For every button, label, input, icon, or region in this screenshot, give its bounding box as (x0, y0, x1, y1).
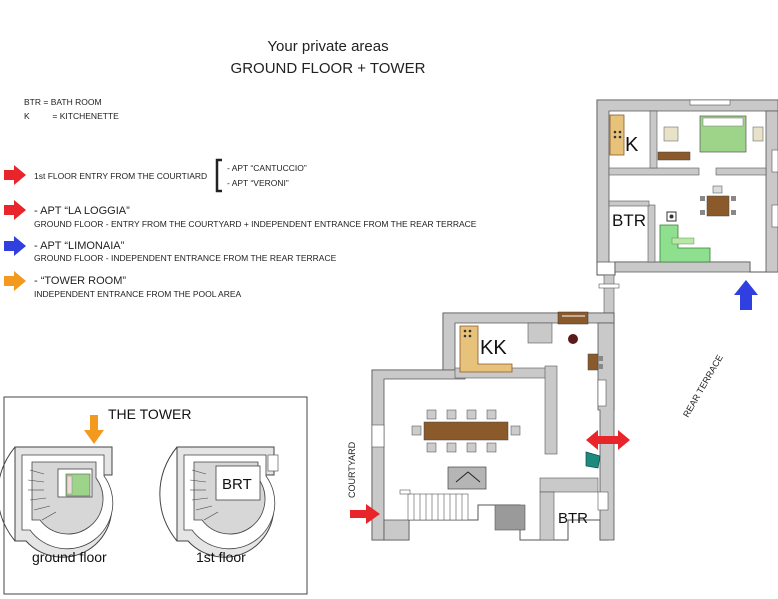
legend-limonaia-desc: GROUND FLOOR - INDEPENDENT ENTRANCE FROM… (34, 253, 337, 263)
page-title-line2: GROUND FLOOR + TOWER (230, 60, 426, 77)
abbr-k-value: KITCHENETTE (59, 111, 119, 121)
tower-ground-floor-label: ground floor (32, 549, 107, 565)
legend-arrow-tower-room (4, 271, 26, 291)
legend-loggia-title: - APT “LA LOGGIA” (34, 205, 130, 217)
upper-building (596, 99, 778, 276)
abbr-btr-key: BTR = (24, 97, 49, 107)
tower-title: THE TOWER (108, 406, 192, 422)
abbr-k: K = KITCHENETTE (24, 111, 119, 121)
page-title-line1: Your private areas (267, 38, 389, 55)
label-upper-btr: BTR (612, 211, 646, 230)
courtyard-entry-arrow (350, 504, 380, 524)
legend-first-floor-label: 1st FLOOR ENTRY FROM THE COURTIARD (34, 171, 208, 181)
abbr-btr-value: BATH ROOM (50, 97, 102, 107)
legend-bracket (215, 158, 222, 193)
label-upper-k: K (625, 134, 639, 156)
label-lower-btr: BTR (558, 510, 588, 527)
tower-first-floor-label: 1st floor (196, 549, 246, 565)
tower-first-floor-plan (159, 446, 279, 558)
abbr-k-key: K (24, 111, 30, 121)
legend-apt-cantuccio: - APT “CANTUCCIO” (227, 163, 307, 173)
tower-ground-floor-plan (0, 446, 114, 558)
loggia-rear-arrow (586, 430, 630, 450)
label-rear-terrace: REAR TERRACE (681, 353, 725, 419)
lower-building (371, 311, 615, 541)
legend-arrow-first-floor (4, 165, 26, 185)
legend-limonaia-title: - APT “LIMONAIA” (34, 240, 125, 252)
legend-arrow-limonaia (4, 236, 26, 256)
legend-arrow-loggia (4, 200, 26, 220)
label-courtyard: COURTYARD (347, 441, 357, 498)
legend-loggia-desc: GROUND FLOOR - ENTRY FROM THE COURTYARD … (34, 219, 477, 229)
limonaia-entrance-arrow (734, 280, 758, 310)
tower-brt-label: BRT (222, 476, 252, 493)
label-lower-kk: KK (480, 337, 507, 359)
tower-room-arrow (84, 415, 104, 444)
legend-tower-room-desc: INDEPENDENT ENTRANCE FROM THE POOL AREA (34, 289, 242, 299)
abbr-k-eq: = (52, 111, 58, 121)
legend-tower-room-title: - “TOWER ROOM” (34, 275, 127, 287)
abbr-btr: BTR = BATH ROOM (24, 97, 102, 107)
legend-apt-veroni: - APT “VERONI” (227, 178, 289, 188)
